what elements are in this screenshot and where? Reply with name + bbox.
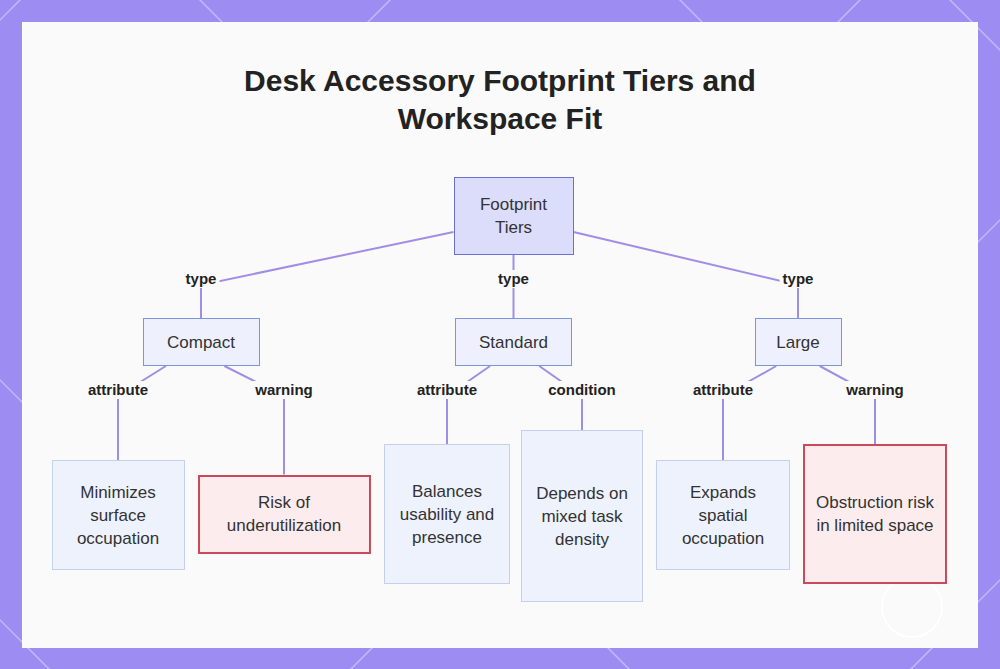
- warning-box: Risk of underutilization: [198, 475, 371, 554]
- edge-label: warning: [252, 381, 316, 399]
- node-text: Footprint Tiers: [463, 193, 565, 239]
- edge-label: attribute: [690, 381, 756, 399]
- edge-label: attribute: [85, 381, 151, 399]
- edge-label: warning: [843, 381, 907, 399]
- node-text: Minimizes surface occupation: [61, 481, 176, 550]
- tier-box: Compact: [143, 318, 260, 366]
- connector: [820, 366, 875, 444]
- node-text: Compact: [152, 331, 251, 354]
- root-box: Footprint Tiers: [454, 177, 574, 255]
- connector: [574, 232, 799, 318]
- tier-box: Standard: [455, 318, 572, 366]
- node-text: Balances usability and presence: [393, 480, 501, 549]
- node-text: Depends on mixed task density: [530, 482, 634, 551]
- edge-label: type: [495, 270, 532, 288]
- node-text: Standard: [464, 331, 563, 354]
- condition-box: Depends on mixed task density: [521, 430, 643, 602]
- tier-box: Large: [755, 318, 842, 366]
- edge-label: attribute: [414, 381, 480, 399]
- edge-label: type: [780, 270, 817, 288]
- diagram-title: Desk Accessory Footprint Tiers and Works…: [200, 62, 800, 138]
- logo-mark: [882, 577, 942, 637]
- connector: [201, 232, 454, 318]
- connector: [447, 366, 490, 444]
- edge-label: type: [183, 270, 220, 288]
- node-text: Risk of underutilization: [208, 491, 361, 537]
- attribute-box: Balances usability and presence: [384, 444, 510, 584]
- attribute-box: Minimizes surface occupation: [52, 460, 185, 570]
- attribute-box: Expands spatial occupation: [656, 460, 790, 570]
- warning-box: Obstruction risk in limited space: [803, 444, 947, 584]
- node-text: Expands spatial occupation: [665, 481, 781, 550]
- edge-label: condition: [545, 381, 619, 399]
- node-text: Large: [764, 331, 833, 354]
- node-text: Obstruction risk in limited space: [813, 491, 937, 537]
- panel: [22, 22, 978, 648]
